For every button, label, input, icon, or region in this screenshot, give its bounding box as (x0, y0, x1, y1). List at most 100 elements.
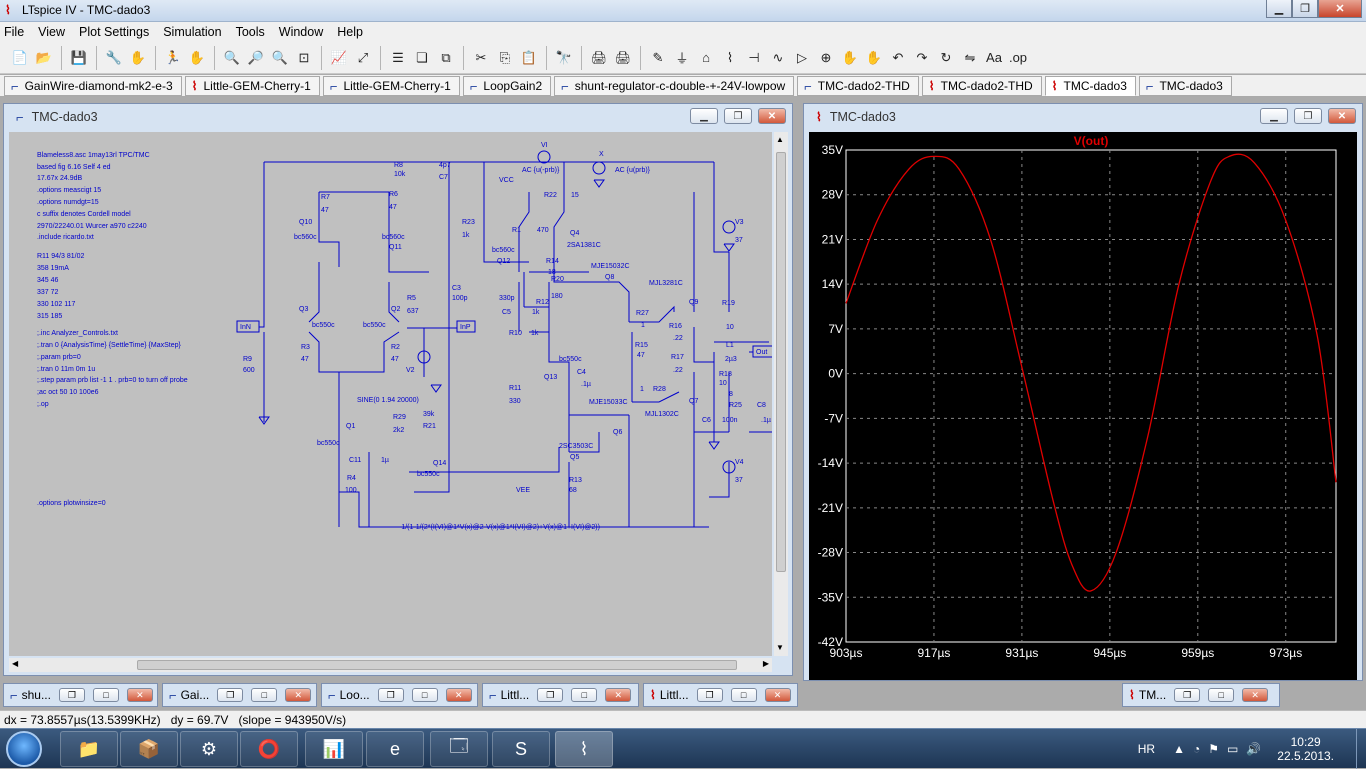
internet-explorer-icon[interactable]: e (366, 731, 424, 767)
print-icon[interactable]: 🖨 (614, 49, 632, 65)
close-button[interactable]: ✕ (285, 688, 312, 702)
close-button[interactable]: ✕ (445, 688, 472, 702)
redo-icon[interactable]: ↷ (916, 49, 928, 65)
minimized-window[interactable]: ⌐Gai...❐□✕ (162, 683, 317, 707)
tab-gainwire[interactable]: ⌐GainWire-diamond-mk2-e-3 (4, 76, 182, 96)
spice-directive-icon[interactable]: .op (1008, 50, 1028, 65)
tab-shunt-regulator[interactable]: ⌐shunt-regulator-c-double-+-24V-lowpow (554, 76, 795, 96)
schematic-window[interactable]: ⌐ TMC-dado3 ▁ ❐ ✕ Blameless8.asc 1may13r… (3, 103, 793, 676)
drag-icon[interactable]: ✋ (865, 49, 883, 65)
resistor-icon[interactable]: ⌇ (726, 49, 734, 65)
minimized-window[interactable]: ⌐Loo...❐□✕ (321, 683, 478, 707)
menu-file[interactable]: File (4, 25, 25, 39)
pan-icon[interactable]: 🔎 (247, 49, 265, 65)
close-button[interactable]: ✕ (1242, 688, 1269, 702)
tab-tmc-dado2-thd-plot[interactable]: ⌇TMC-dado2-THD (921, 76, 1042, 96)
tab-tmc-dado3-schematic[interactable]: ⌐TMC-dado3 (1138, 76, 1232, 96)
start-button[interactable] (6, 731, 42, 767)
close-button[interactable]: ✕ (1318, 0, 1362, 18)
network-icon[interactable]: ◔ (1192, 742, 1201, 756)
restore-button[interactable]: ❐ (58, 688, 85, 702)
schematic-window-titlebar[interactable]: ⌐ TMC-dado3 (4, 104, 792, 130)
menu-view[interactable]: View (38, 25, 66, 39)
explorer-icon[interactable]: 📁 (60, 731, 118, 767)
clock[interactable]: 10:29 22.5.2013. (1277, 735, 1334, 763)
zoom-out-icon[interactable]: 🔍 (271, 49, 289, 65)
label-net-icon[interactable]: ⌂ (702, 50, 710, 65)
maximize-button[interactable]: □ (411, 688, 438, 702)
tool-icon[interactable]: ⚙ (180, 731, 238, 767)
text-icon[interactable]: Aa (986, 50, 1002, 65)
tab-tmc-dado2-thd-schematic[interactable]: ⌐TMC-dado2-THD (797, 76, 919, 96)
autorange-icon[interactable]: 📈 (330, 49, 348, 65)
schematic-canvas[interactable]: Blameless8.asc 1may13rl TPC/TMC based fi… (9, 132, 772, 656)
undo-icon[interactable]: ↶ (892, 49, 904, 65)
minimized-window[interactable]: ⌐Littl...❐□✕ (482, 683, 639, 707)
app-icon[interactable]: 📦 (120, 731, 178, 767)
menu-window[interactable]: Window (278, 25, 324, 39)
scroll-up-icon[interactable]: ▲ (776, 135, 784, 144)
ltspice-taskbar-icon[interactable]: ⌇ (555, 731, 613, 767)
scroll-left-icon[interactable]: ◀ (12, 659, 19, 668)
show-desktop-button[interactable] (1356, 729, 1366, 769)
run-icon[interactable]: 🏃 (164, 49, 182, 65)
minimize-button[interactable]: ▁ (1260, 108, 1288, 124)
control-panel-icon[interactable]: 🔧 (105, 49, 123, 65)
tray-up-arrow-icon[interactable]: ▲ (1173, 742, 1185, 756)
zoom-full-icon[interactable]: ⤢ (357, 49, 369, 65)
paste-icon[interactable]: 📋 (520, 49, 538, 65)
menu-simulation[interactable]: Simulation (163, 25, 222, 39)
inductor-icon[interactable]: ∿ (772, 49, 784, 65)
zoom-in-icon[interactable]: 🔍 (223, 49, 241, 65)
close-button[interactable]: ✕ (605, 688, 632, 702)
find-icon[interactable]: 🔭 (555, 49, 573, 65)
menu-tools[interactable]: Tools (235, 25, 265, 39)
tab-loopgain2[interactable]: ⌐LoopGain2 (462, 76, 552, 96)
maximize-button[interactable]: □ (730, 688, 757, 702)
trace-label-vout[interactable]: V(out) (1074, 134, 1109, 148)
security-icon[interactable]: ⭕ (240, 731, 298, 767)
schematic-horizontal-scrollbar[interactable]: ◀ ▶ (9, 658, 772, 672)
minimized-window[interactable]: ⌇TM...❐□✕ (1122, 683, 1280, 707)
waveform-chart[interactable]: 35V28V21V14V7V0V-7V-14V-21V-28V-35V-42V … (809, 132, 1357, 680)
copy-icon[interactable]: ⎘ (499, 49, 511, 65)
zoom-fit-icon[interactable]: ⊡ (298, 49, 310, 65)
capacitor-icon[interactable]: ⊣ (748, 49, 760, 65)
restore-button[interactable]: ❐ (537, 688, 564, 702)
menu-help[interactable]: Help (337, 25, 363, 39)
close-all-icon[interactable]: ⧉ (441, 49, 451, 65)
language-indicator[interactable]: HR (1137, 742, 1156, 756)
move-icon[interactable]: ✋ (841, 49, 859, 65)
rotate-icon[interactable]: ↻ (940, 49, 952, 65)
maximize-button[interactable]: □ (1208, 688, 1235, 702)
cascade-icon[interactable]: ❏ (416, 49, 428, 65)
mirror-icon[interactable]: ⇋ (964, 49, 976, 65)
close-button[interactable]: ✕ (1328, 108, 1356, 124)
minimized-window[interactable]: ⌇Littl...❐□✕ (643, 683, 798, 707)
print-setup-icon[interactable]: 🖨 (590, 49, 608, 65)
monitor-icon[interactable]: ▭ (1226, 742, 1239, 756)
menu-plot-settings[interactable]: Plot Settings (79, 25, 150, 39)
minimize-button[interactable]: ▁ (1266, 0, 1292, 18)
component-icon[interactable]: ⊕ (820, 49, 832, 65)
diode-icon[interactable]: ▷ (797, 49, 807, 65)
window-manager-icon[interactable]: 🗔 (430, 731, 488, 767)
minimized-window[interactable]: ⌐shu...❐□✕ (3, 683, 158, 707)
maximize-button[interactable]: □ (251, 688, 278, 702)
scroll-down-icon[interactable]: ▼ (776, 643, 784, 652)
close-button[interactable]: ✕ (758, 108, 786, 124)
tab-tmc-dado3-plot[interactable]: ⌇TMC-dado3 (1044, 76, 1136, 96)
open-icon[interactable]: 📂 (35, 49, 53, 65)
tile-horizontal-icon[interactable]: ☰ (392, 49, 404, 65)
save-icon[interactable]: 💾 (70, 49, 88, 65)
close-button[interactable]: ✕ (126, 688, 153, 702)
maximize-button[interactable]: ❐ (1294, 108, 1322, 124)
vertical-scroll-thumb[interactable] (776, 152, 786, 572)
ground-icon[interactable]: ⏚ (675, 51, 689, 66)
wire-icon[interactable]: ✎ (652, 49, 664, 65)
tab-littlegem-schematic[interactable]: ⌐Little-GEM-Cherry-1 (322, 76, 460, 96)
halt-icon[interactable]: ✋ (188, 49, 206, 65)
skype-icon[interactable]: S (492, 731, 550, 767)
maximize-button[interactable]: ❐ (1292, 0, 1318, 18)
